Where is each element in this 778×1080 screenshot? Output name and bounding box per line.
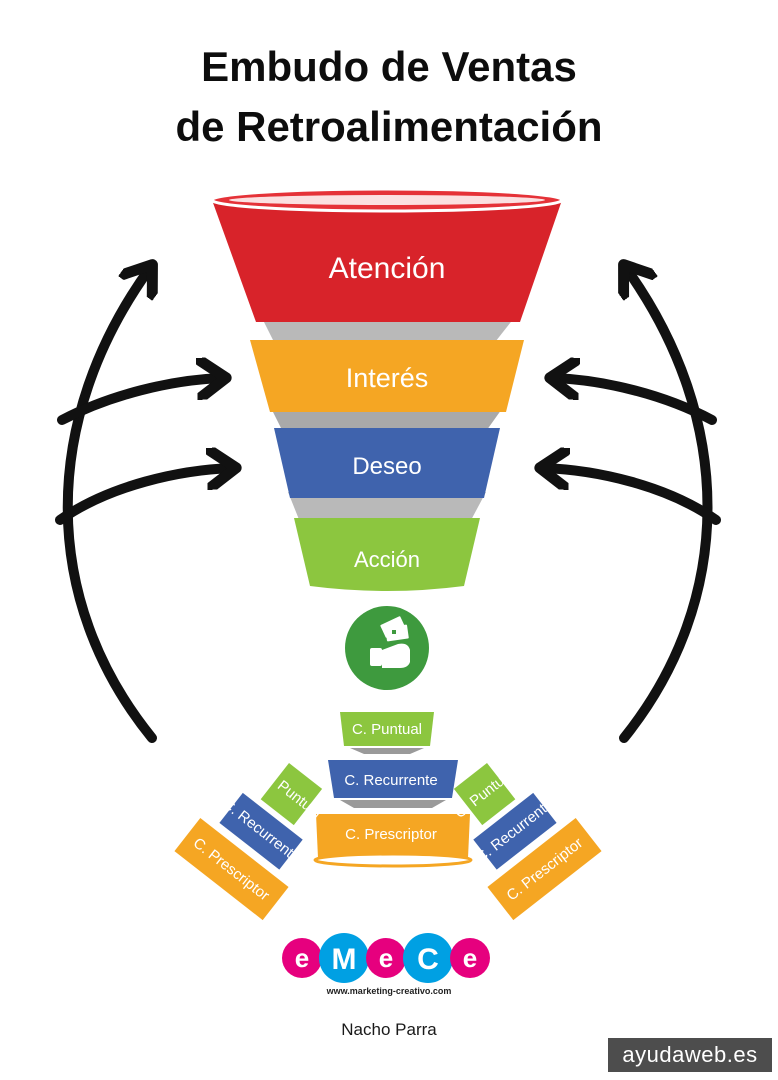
logo-letter: C bbox=[417, 943, 439, 976]
logo-letter: e bbox=[295, 943, 309, 973]
funnel-stage-label-interes: Interés bbox=[346, 363, 429, 393]
funnel-stage-label-accion: Acción bbox=[354, 547, 420, 572]
logo-letter: e bbox=[463, 943, 477, 973]
logo-url: www.marketing-creativo.com bbox=[326, 986, 452, 996]
feedback-arrow-right-outer bbox=[624, 268, 713, 743]
author-name: Nacho Parra bbox=[341, 1020, 437, 1039]
client-funnel-left: C. Puntual C. Recurrente C. Prescriptor bbox=[174, 762, 325, 921]
funnel-connector bbox=[270, 406, 504, 434]
page-title-line-1: Embudo de Ventas bbox=[201, 43, 577, 90]
client-funnel-center: C. Puntual C. Recurrente C. Prescriptor bbox=[313, 712, 473, 868]
client-label-center-puntual: C. Puntual bbox=[352, 721, 422, 738]
funnel-stage-deseo bbox=[274, 428, 500, 498]
money-hand-icon bbox=[345, 606, 429, 690]
funnel-stage-label-deseo: Deseo bbox=[352, 453, 421, 480]
funnel-stage-accion bbox=[294, 518, 480, 591]
emece-logo: e M e C e bbox=[282, 933, 490, 983]
funnel-stage-atencion bbox=[212, 200, 562, 322]
client-label-center-prescriptor: C. Prescriptor bbox=[345, 826, 437, 843]
feedback-arrow-left-middle bbox=[57, 378, 222, 425]
feedback-arrow-right-inner bbox=[544, 468, 721, 525]
client-label-center-recurrente: C. Recurrente bbox=[344, 772, 437, 789]
feedback-arrow-left-outer bbox=[62, 268, 152, 743]
logo-letter: M bbox=[332, 943, 357, 976]
logo-letter: e bbox=[379, 943, 393, 973]
feedback-arrow-left-inner bbox=[55, 468, 232, 525]
page-title-line-2: de Retroalimentación bbox=[175, 103, 603, 150]
funnel-stage-label-atencion: Atención bbox=[329, 252, 446, 285]
funnel-stage-interes bbox=[250, 340, 524, 412]
feedback-arrows-right bbox=[544, 268, 721, 743]
feedback-arrows-left bbox=[55, 268, 232, 743]
main-funnel: Atención Interés Deseo Acción bbox=[210, 187, 564, 591]
funnel-connector bbox=[262, 318, 514, 346]
watermark: ayudaweb.es bbox=[608, 1038, 772, 1072]
funnel-connector bbox=[288, 492, 486, 522]
feedback-arrow-right-middle bbox=[554, 378, 717, 425]
